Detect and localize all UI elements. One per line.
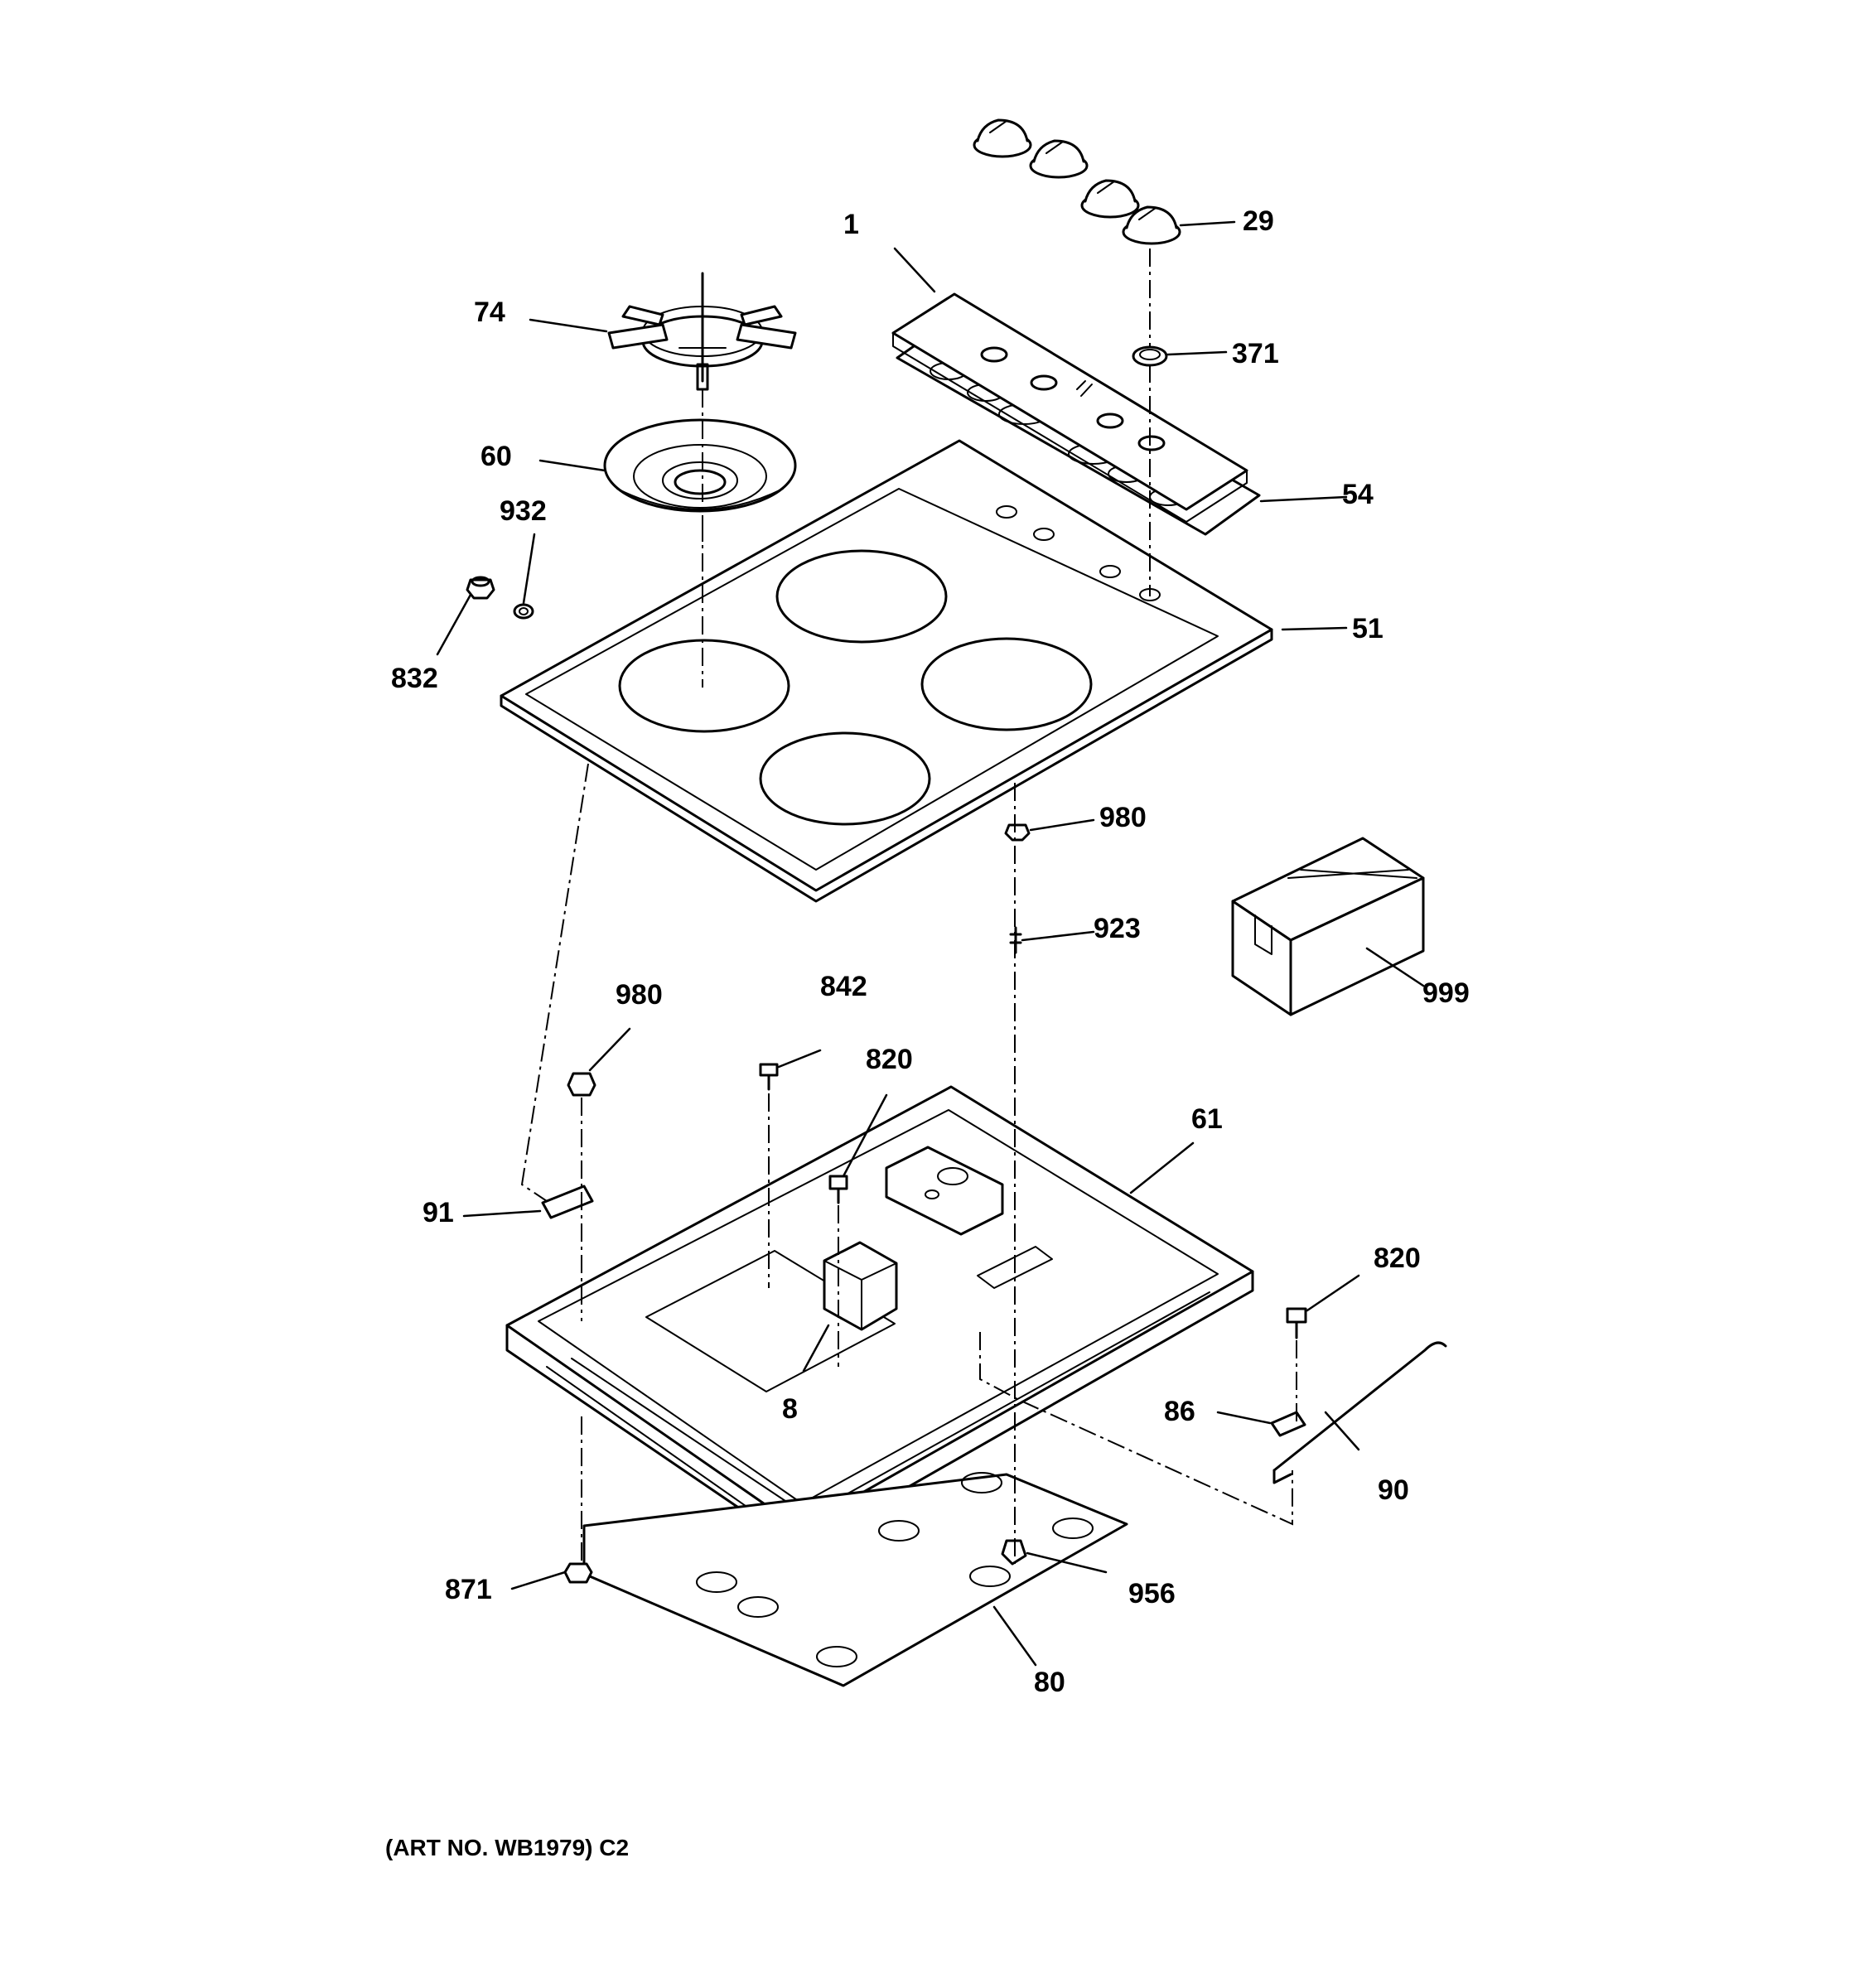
label-part-923: 923	[1094, 913, 1141, 944]
label-part-61: 61	[1191, 1103, 1223, 1135]
label-part-371: 371	[1232, 338, 1279, 369]
label-part-86: 86	[1164, 1396, 1195, 1427]
bottom-cover	[582, 1472, 1128, 1687]
alignment-lines	[520, 248, 1297, 1564]
label-part-932: 932	[500, 495, 547, 527]
part-labels: 1 29 74 371 60 54 932 832 51 980 923 999…	[391, 205, 1470, 1698]
label-part-8: 8	[782, 1393, 798, 1425]
screw-and-washer	[466, 576, 534, 620]
parts-box	[1231, 837, 1425, 1016]
control-panel-and-gasket	[891, 292, 1261, 536]
fasteners	[541, 823, 1447, 1584]
knob-3	[1080, 179, 1140, 219]
label-part-842: 842	[820, 971, 867, 1002]
knob-bezel	[1132, 345, 1168, 367]
label-part-980-lower: 980	[616, 979, 663, 1011]
label-part-60: 60	[480, 441, 512, 472]
label-part-999: 999	[1422, 977, 1470, 1009]
knob-1	[973, 118, 1032, 158]
burner-grate	[607, 272, 797, 391]
label-part-54: 54	[1342, 479, 1374, 510]
label-part-29: 29	[1243, 205, 1274, 237]
label-part-820-right: 820	[1374, 1242, 1421, 1274]
label-part-90: 90	[1378, 1474, 1409, 1506]
leader-lines	[436, 220, 1425, 1667]
knob-4	[1122, 205, 1181, 245]
label-part-980-upper: 980	[1099, 802, 1147, 833]
burner-bowl	[603, 418, 797, 513]
label-part-832: 832	[391, 663, 438, 694]
label-part-74: 74	[474, 297, 505, 328]
art-number-caption: (ART NO. WB1979) C2	[385, 1835, 629, 1860]
label-part-80: 80	[1034, 1667, 1065, 1698]
knob-2	[1029, 139, 1089, 179]
label-part-51: 51	[1352, 613, 1384, 644]
cooktop-maintop	[500, 439, 1273, 903]
label-part-820-center: 820	[866, 1044, 913, 1075]
label-part-1: 1	[843, 209, 859, 240]
burner-box	[505, 1085, 1254, 1551]
control-knobs	[973, 118, 1181, 245]
label-part-956: 956	[1128, 1578, 1176, 1609]
label-part-91: 91	[423, 1197, 454, 1228]
label-part-871: 871	[445, 1574, 492, 1605]
